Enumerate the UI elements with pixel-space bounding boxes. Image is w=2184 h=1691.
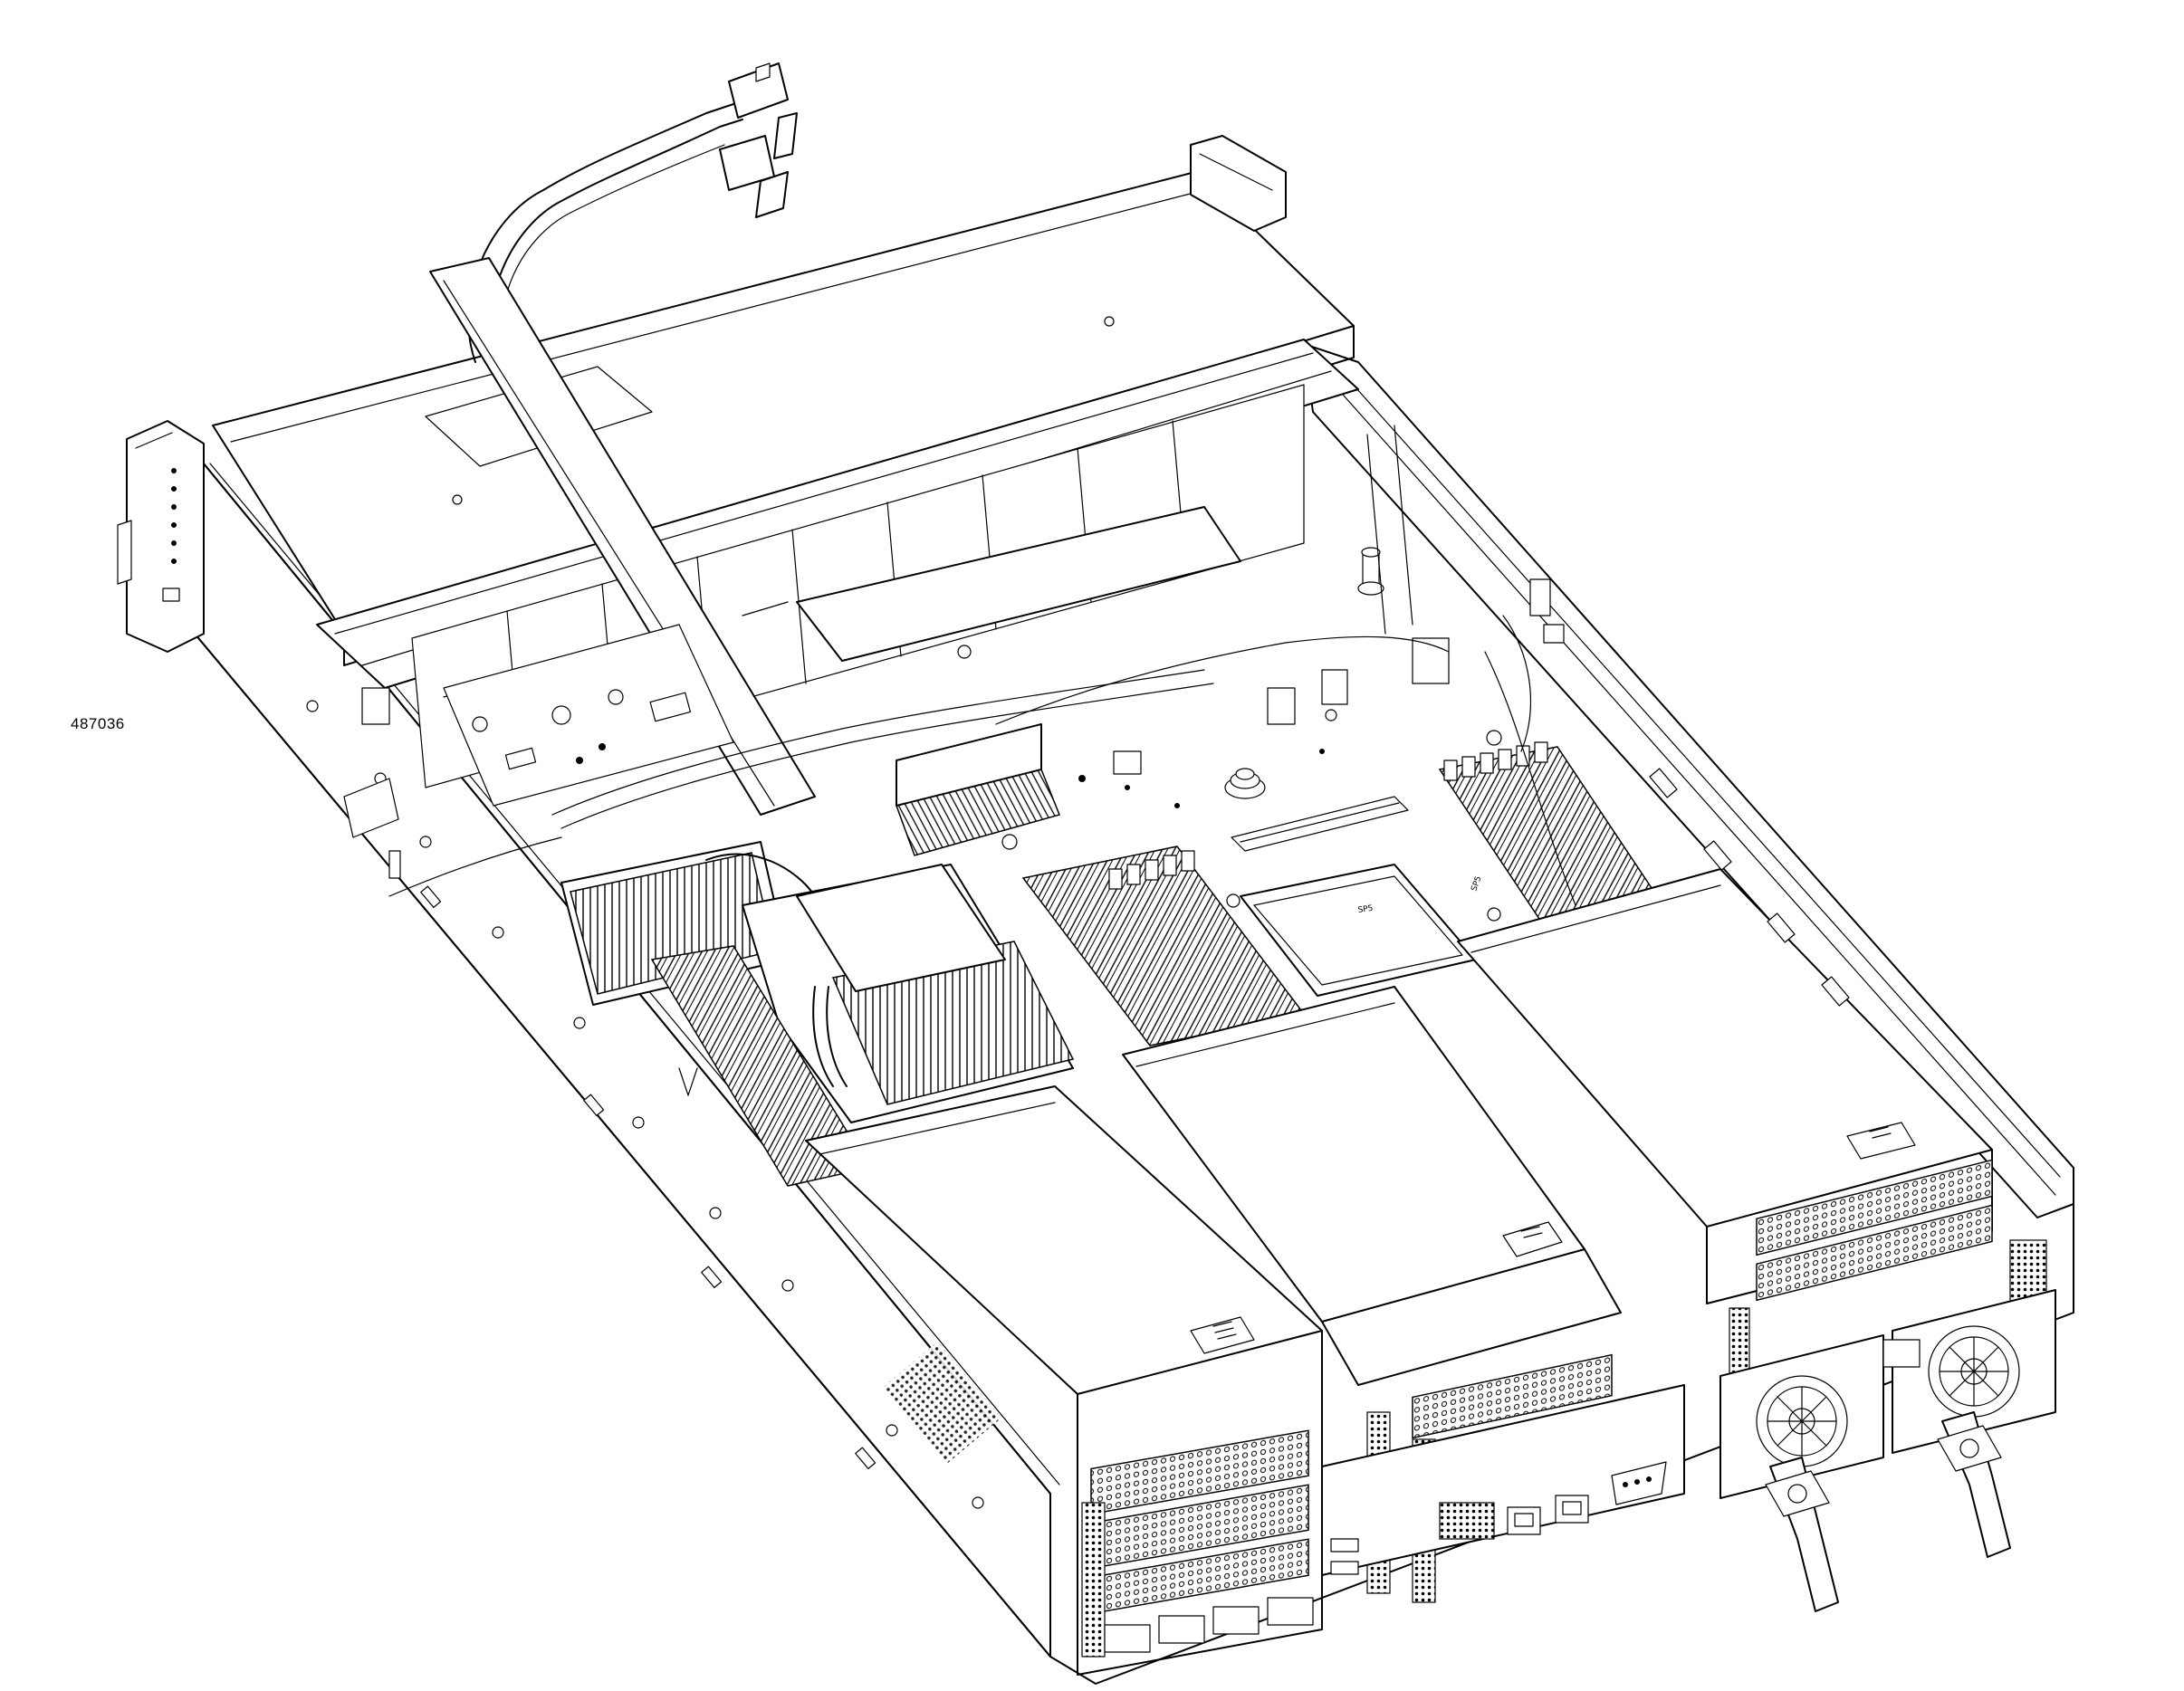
left-rack-ear	[117, 420, 205, 653]
dimm-latches-right	[1443, 741, 1548, 781]
psu-2-fan	[1928, 1325, 2020, 1418]
socket-label-2: SP5	[1470, 875, 1483, 893]
cable-harness	[429, 62, 816, 816]
rack-ear-indicator-dots	[171, 468, 177, 564]
right-internal-rail	[1366, 425, 1850, 1007]
dimm-bank-right	[1438, 741, 1659, 920]
riser-1-slot-cover-1	[1090, 1429, 1309, 1515]
rear-heatsink	[796, 506, 1241, 662]
ocp-ports	[1104, 1597, 1314, 1653]
riser-3-latch	[1846, 1122, 1916, 1160]
vga-port	[1611, 1461, 1667, 1505]
cpu-socket-sp5: SP5 SP5	[1226, 864, 1501, 997]
riser-3-slot-cover-1	[1756, 1159, 1993, 1256]
riser-3-slot-cover-2	[1756, 1204, 1993, 1302]
motherboard-front-left	[443, 624, 734, 807]
cpu-2-heatsink	[742, 864, 1075, 1123]
power-supply-2	[1882, 1289, 2056, 1558]
usb-port	[1330, 1538, 1359, 1552]
figure-number: 487036	[71, 715, 125, 732]
riser-2-slot-cover-1	[1412, 1353, 1613, 1439]
internal-cables	[551, 615, 1531, 829]
psu-1-fan	[1756, 1375, 1848, 1467]
dimm-latches-left	[1108, 850, 1195, 890]
right-rack-ear	[1190, 135, 1287, 232]
motherboard-center	[1078, 547, 1502, 852]
rj45-port-1	[1507, 1506, 1541, 1535]
riser-2-latch	[1502, 1221, 1563, 1257]
pcie-switch-heatsink	[896, 723, 1061, 856]
riser-cage-1	[805, 1085, 1323, 1676]
power-supply-1	[1719, 1334, 1884, 1612]
side-wall-screws	[306, 700, 984, 1509]
cable-connector-top	[719, 62, 798, 218]
rear-io-vent-grid	[1439, 1502, 1495, 1540]
m2-connector	[1231, 796, 1409, 852]
front-left-components	[343, 687, 698, 1096]
socket-label: SP5	[1357, 904, 1374, 915]
riser-1-latch	[1190, 1316, 1255, 1354]
side-vent-holes	[882, 1342, 1001, 1465]
dimm-bank-left	[1021, 846, 1306, 1046]
support-post	[1357, 547, 1384, 596]
rear-io-panel	[1104, 1384, 1685, 1653]
standoff-knob	[1224, 768, 1266, 799]
psu-2-power-connector	[1937, 1425, 2002, 1472]
psu-1-power-connector	[1765, 1470, 1830, 1517]
rj45-port-2	[1555, 1495, 1589, 1524]
